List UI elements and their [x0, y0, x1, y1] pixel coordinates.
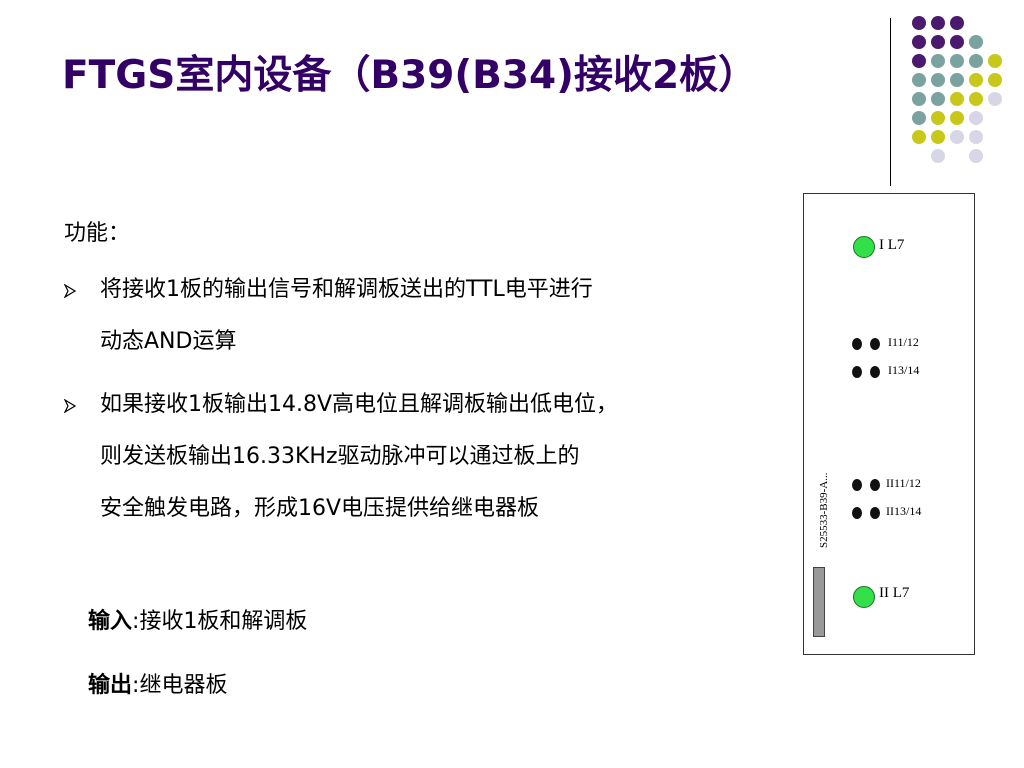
- decor-dot: [969, 149, 983, 163]
- bullet-line: 安全触发电路，形成16V电压提供给继电器板: [100, 496, 540, 521]
- indicator-dot: [870, 507, 880, 519]
- decor-dot: [969, 111, 983, 125]
- indicator-dot: [852, 366, 862, 378]
- input-line: 输入:接收1板和解调板: [88, 603, 307, 635]
- indicator-dot: [852, 338, 862, 350]
- decor-dot: [969, 92, 983, 106]
- output-value: 继电器板: [139, 673, 228, 698]
- output-sep: :: [132, 673, 140, 698]
- decor-dot: [950, 35, 964, 49]
- arrow-bullet-icon: [64, 399, 76, 413]
- led-bottom-label: II L7: [879, 585, 910, 601]
- led-top: [853, 236, 875, 258]
- decor-dot: [931, 54, 945, 68]
- row3-label: II11/12: [886, 476, 921, 490]
- decor-dot: [969, 73, 983, 87]
- row4-label: II13/14: [886, 504, 922, 518]
- bullet-item: 将接收1板的输出信号和解调板送出的TTL电平进行 动态AND运算: [100, 264, 790, 368]
- input-label: 输入: [88, 609, 133, 634]
- decor-dot: [950, 16, 964, 30]
- decor-dot: [931, 130, 945, 144]
- output-label: 输出: [88, 673, 133, 698]
- decor-dot: [988, 73, 1002, 87]
- decor-dot: [988, 92, 1002, 106]
- decor-dot: [931, 149, 945, 163]
- part-number-label: S25533-B39-A...: [818, 472, 830, 548]
- indicator-dot: [852, 507, 862, 519]
- indicator-dot: [852, 479, 862, 491]
- decor-dot: [912, 16, 926, 30]
- decor-dot: [950, 73, 964, 87]
- bullet-item: 如果接收1板输出14.8V高电位且解调板输出低电位， 则发送板输出16.33KH…: [100, 379, 790, 535]
- decor-dot: [912, 130, 926, 144]
- board-connector: [813, 567, 825, 637]
- bullet-line: 则发送板输出16.33KHz驱动脉冲可以通过板上的: [100, 444, 580, 469]
- decor-dot: [931, 35, 945, 49]
- decor-dot: [912, 73, 926, 87]
- bullet-line: 将接收1板的输出信号和解调板送出的TTL电平进行: [100, 277, 593, 302]
- input-sep: :: [132, 609, 140, 634]
- function-label: 功能：: [64, 221, 131, 246]
- decor-dot: [988, 54, 1002, 68]
- decor-dot: [969, 35, 983, 49]
- arrow-bullet-icon: [64, 284, 76, 298]
- decor-dot: [912, 35, 926, 49]
- bullet-line: 动态AND运算: [100, 329, 237, 354]
- decor-dot: [950, 54, 964, 68]
- indicator-dot: [870, 366, 880, 378]
- bullet-line: 如果接收1板输出14.8V高电位且解调板输出低电位，: [100, 392, 619, 417]
- decor-dot: [912, 92, 926, 106]
- board-panel: [803, 193, 975, 655]
- row2-label: I13/14: [888, 363, 920, 377]
- indicator-dot: [870, 479, 880, 491]
- decor-dot: [950, 111, 964, 125]
- led-bottom: [853, 586, 875, 608]
- led-top-label: I L7: [879, 237, 905, 253]
- decor-dot: [950, 130, 964, 144]
- divider-line: [890, 18, 891, 186]
- decor-dot: [931, 92, 945, 106]
- decor-dot: [969, 54, 983, 68]
- indicator-dot: [870, 338, 880, 350]
- decor-dot: [931, 111, 945, 125]
- slide-title: FTGS室内设备（B39(B34)接收2板）: [62, 53, 758, 98]
- decor-dot: [931, 73, 945, 87]
- decor-dot: [912, 54, 926, 68]
- row1-label: I11/12: [888, 335, 919, 349]
- decor-dot: [969, 130, 983, 144]
- output-line: 输出:继电器板: [88, 667, 227, 699]
- decor-dot: [950, 92, 964, 106]
- input-value: 接收1板和解调板: [139, 609, 308, 634]
- decor-dot: [931, 16, 945, 30]
- decor-dot: [912, 111, 926, 125]
